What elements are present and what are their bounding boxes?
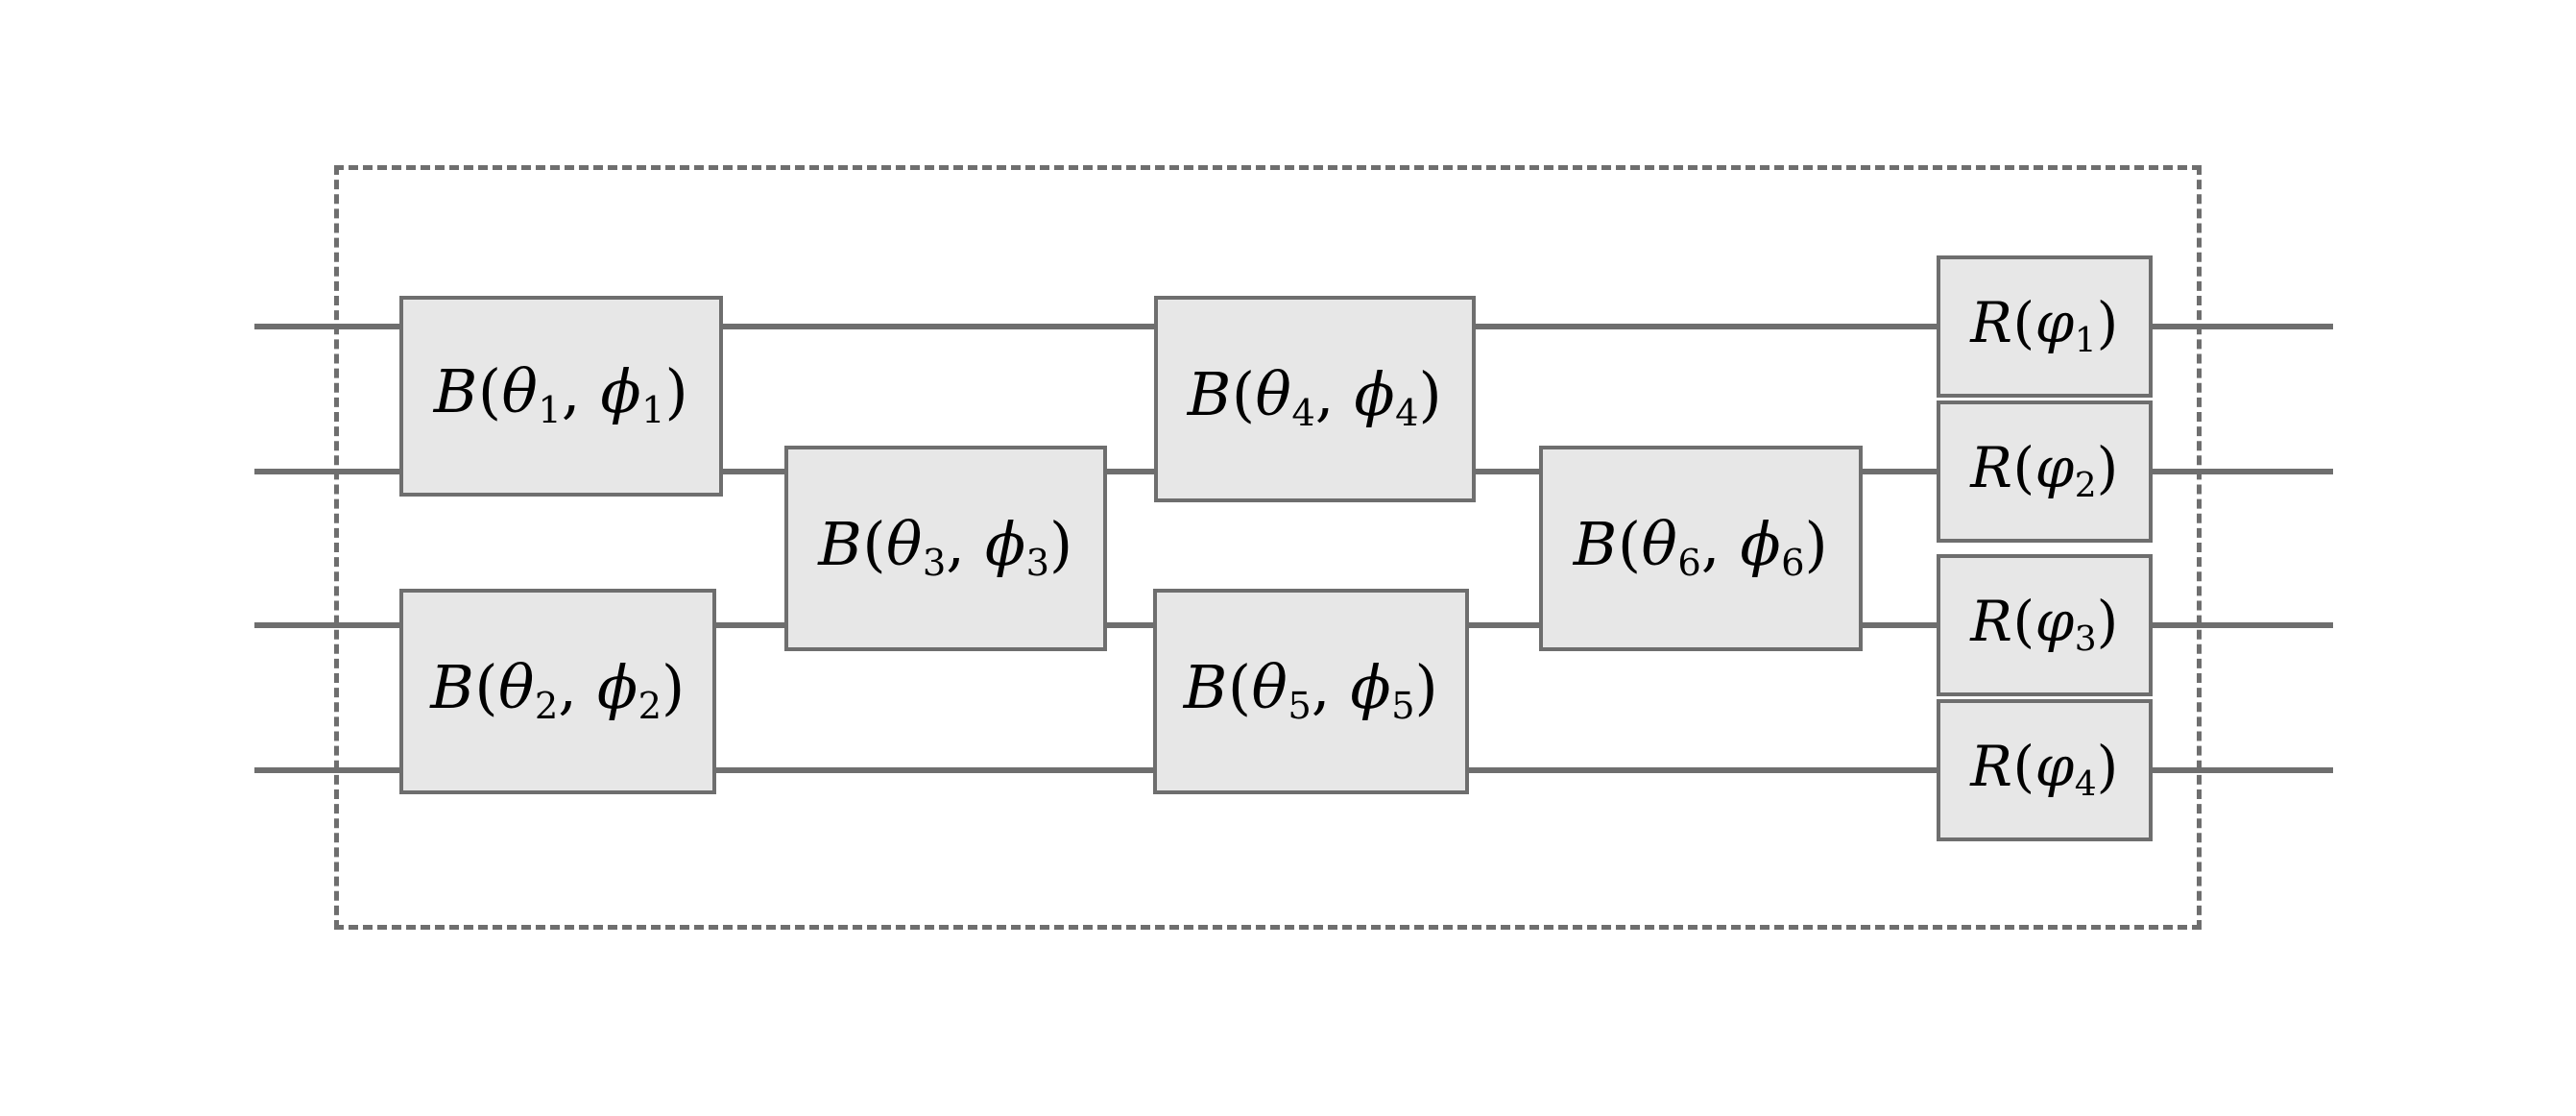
gate-label: B(θ4, ϕ4) <box>1187 359 1443 436</box>
gate-label: B(θ5, ϕ5) <box>1183 651 1439 728</box>
dashed-group-frame <box>334 165 2202 930</box>
gate-b1[interactable]: B(θ1, ϕ1) <box>399 296 723 497</box>
gate-b4[interactable]: B(θ4, ϕ4) <box>1154 296 1476 502</box>
gate-b5[interactable]: B(θ5, ϕ5) <box>1153 589 1469 794</box>
gate-r4[interactable]: R(φ4) <box>1937 699 2153 841</box>
gate-b6[interactable]: B(θ6, ϕ6) <box>1539 446 1863 651</box>
gate-label: B(θ3, ϕ3) <box>818 508 1073 585</box>
gate-label: B(θ1, ϕ1) <box>433 356 689 433</box>
gate-label: R(φ4) <box>1970 733 2119 805</box>
gate-label: B(θ2, ϕ2) <box>430 651 686 728</box>
gate-label: R(φ1) <box>1970 289 2119 361</box>
gate-label: R(φ2) <box>1970 434 2119 506</box>
gate-r1[interactable]: R(φ1) <box>1937 255 2153 398</box>
gate-label: B(θ6, ϕ6) <box>1573 508 1829 585</box>
gate-r2[interactable]: R(φ2) <box>1937 400 2153 543</box>
gate-label: R(φ3) <box>1970 588 2119 660</box>
gate-b2[interactable]: B(θ2, ϕ2) <box>399 589 716 794</box>
gate-r3[interactable]: R(φ3) <box>1937 554 2153 696</box>
gate-b3[interactable]: B(θ3, ϕ3) <box>784 446 1107 651</box>
